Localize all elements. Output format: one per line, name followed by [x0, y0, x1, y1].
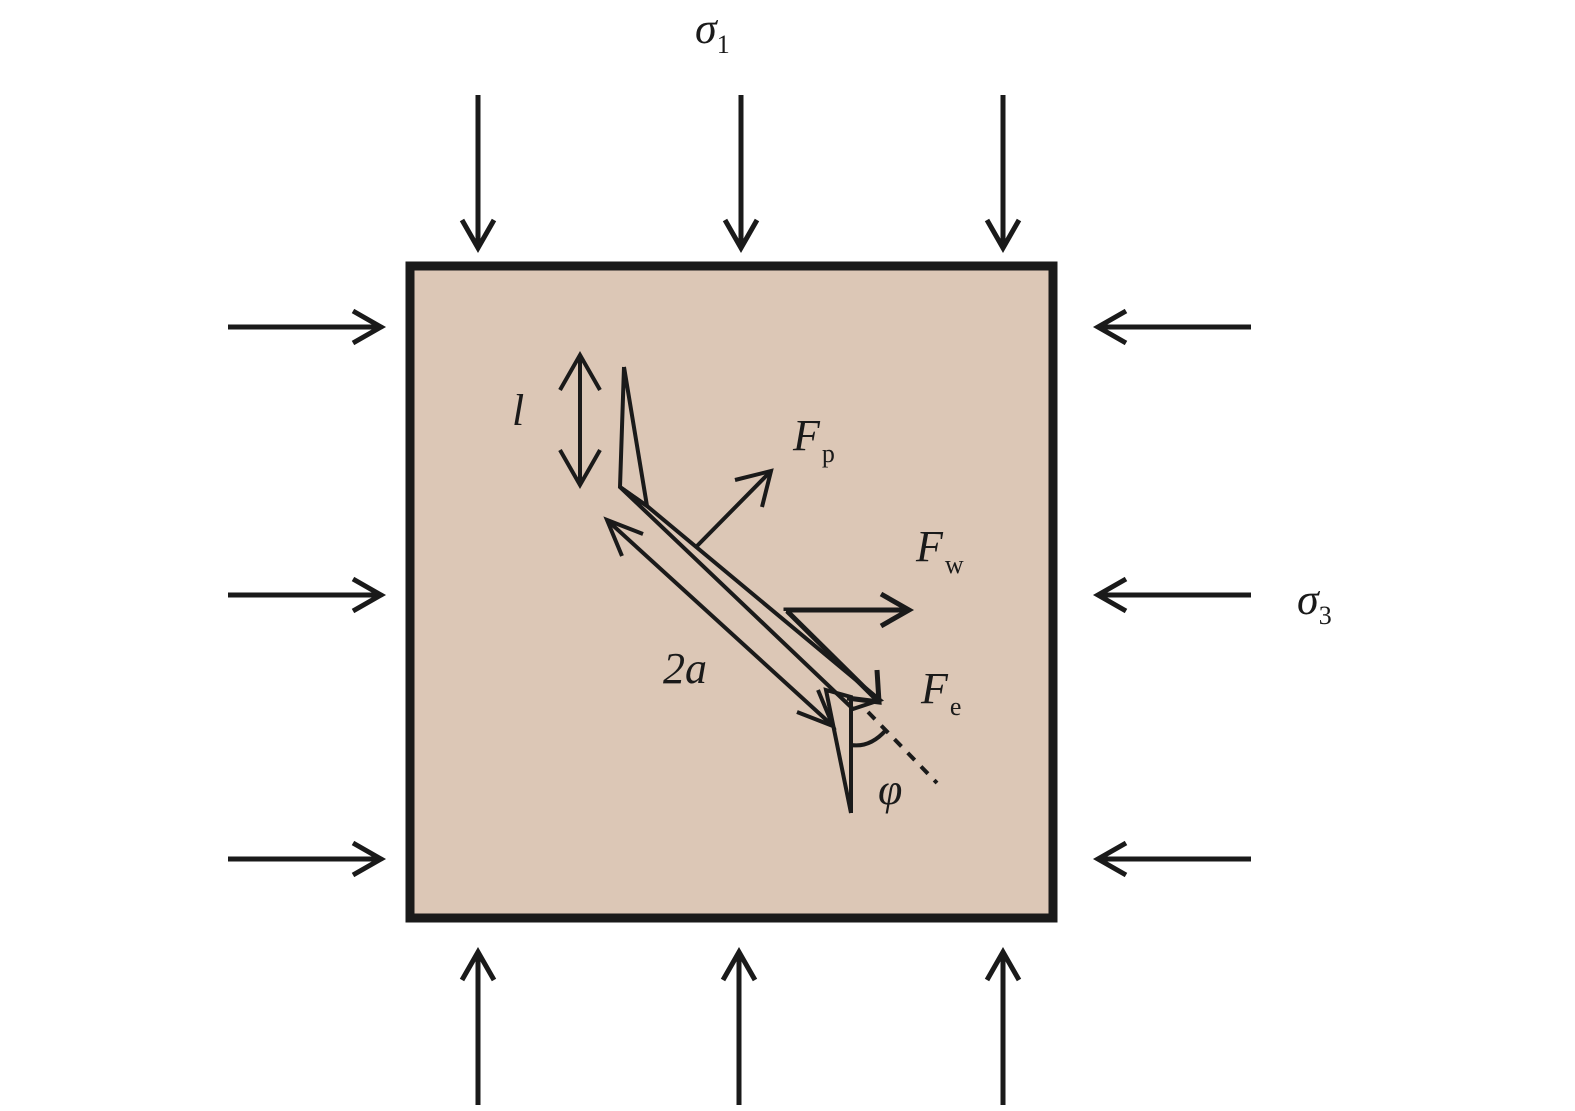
- crack-length-dimension: [603, 516, 837, 730]
- angle-arc: [850, 728, 888, 748]
- bottom-load-arrow: [459, 946, 497, 1105]
- crack-extension-dashed: [866, 710, 939, 785]
- left-load-arrows: [228, 308, 387, 878]
- lower-wing-crack: [823, 687, 853, 814]
- top-load-arrows: [459, 95, 1022, 254]
- sigma3-label: σ3: [1297, 575, 1332, 630]
- crack-length-label: 2a: [663, 644, 707, 693]
- force-w-arrow: [783, 591, 915, 629]
- bottom-load-arrows: [459, 946, 1022, 1105]
- force-p-arrow: [695, 468, 774, 548]
- right-load-arrow: [1092, 840, 1251, 878]
- upper-wing-crack: [617, 366, 650, 511]
- force-w-label: Fw: [915, 522, 964, 579]
- top-load-arrow: [984, 95, 1022, 254]
- left-load-arrow: [228, 308, 387, 346]
- force-e-label: Fe: [920, 664, 961, 721]
- left-load-arrow: [228, 576, 387, 614]
- angle-label: φ: [878, 765, 902, 814]
- wing-length-dimension: [558, 350, 602, 490]
- left-load-arrow: [228, 840, 387, 878]
- right-load-arrow: [1092, 308, 1251, 346]
- wing-length-label: l: [512, 386, 524, 435]
- bottom-load-arrow: [984, 946, 1022, 1105]
- top-load-arrow: [459, 95, 497, 254]
- right-load-arrow: [1092, 576, 1251, 614]
- right-load-arrows: [1092, 308, 1251, 878]
- force-p-label: Fp: [792, 411, 835, 468]
- force-e-arrow: [785, 609, 882, 705]
- bottom-load-arrow: [720, 946, 758, 1105]
- top-load-arrow: [722, 95, 760, 254]
- sigma1-label: σ1: [695, 4, 730, 59]
